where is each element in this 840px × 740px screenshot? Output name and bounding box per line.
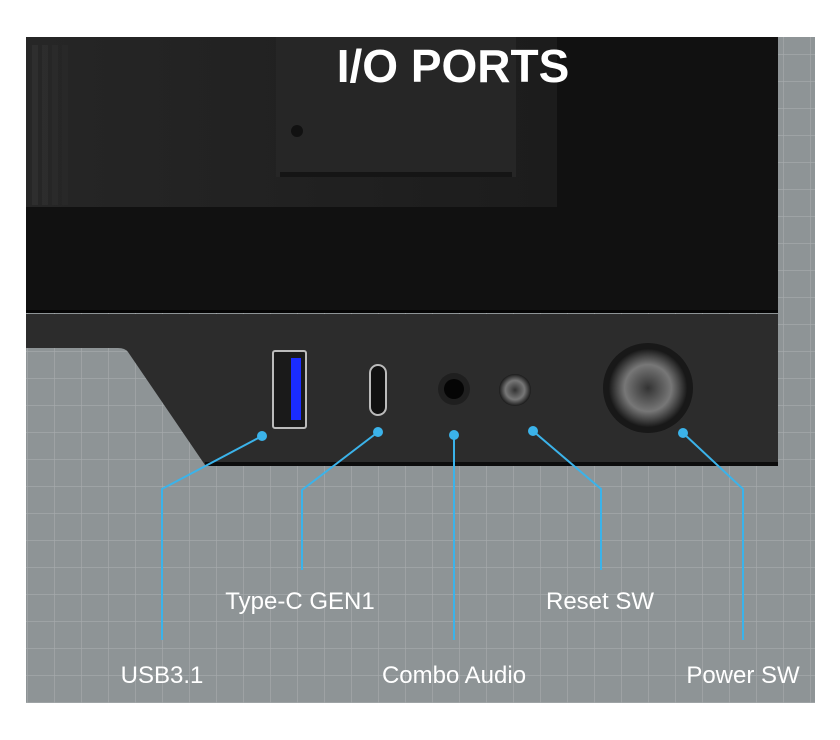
usb-port: [272, 350, 307, 429]
label-power: Power SW: [686, 662, 800, 689]
case-body: [26, 37, 778, 313]
label-typec: Type-C GEN1: [225, 588, 374, 615]
leader-power: [682, 432, 744, 640]
diagram-title: I/O PORTS: [337, 40, 570, 92]
leader-usb: [161, 435, 263, 640]
label-reset: Reset SW: [546, 588, 654, 615]
reset-switch: [499, 374, 531, 406]
label-audio: Combo Audio: [382, 662, 526, 689]
leader-typec: [301, 431, 379, 570]
front-io-panel: [26, 314, 778, 465]
type-c-port: [369, 364, 387, 416]
audio-jack: [438, 373, 470, 405]
leader-lines: [161, 430, 744, 640]
leader-dots: [257, 426, 688, 441]
leader-reset: [532, 430, 602, 570]
screw-hole: [291, 125, 303, 137]
label-usb: USB3.1: [121, 662, 204, 689]
power-switch: [603, 343, 693, 433]
